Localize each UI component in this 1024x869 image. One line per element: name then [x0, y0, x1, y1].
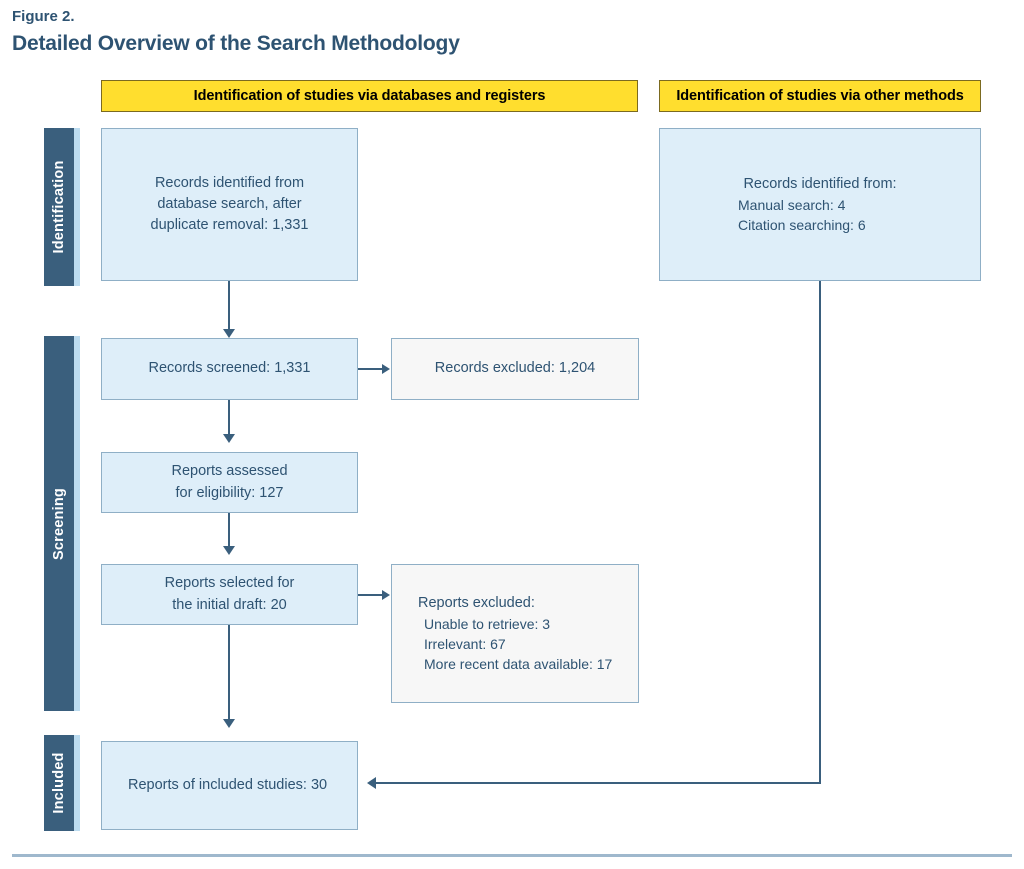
connector-identified-to-screened [228, 281, 230, 329]
stage-tab-screening: Screening [44, 336, 80, 711]
box-records-identified-database-line1: Records identified from [154, 174, 305, 191]
box-reports-included-studies-label: Reports of included studies: 30 [128, 776, 328, 793]
stage-tab-identification-label: Identification [51, 160, 67, 254]
box-reports-assessed-eligibility-line1: Reports assessed [171, 463, 288, 480]
page-title: Detailed Overview of the Search Methodol… [12, 32, 460, 55]
box-reports-selected-draft: Reports selected for the initial draft: … [101, 564, 358, 625]
box-records-identified-other-item2: Citation searching: 6 [738, 217, 866, 233]
connector-eligibility-to-selected [228, 513, 230, 546]
box-reports-selected-draft-line1: Reports selected for [164, 575, 295, 592]
arrow-down-icon-eligibility-selected [223, 546, 235, 555]
arrow-down-icon-identified-screened [223, 329, 235, 338]
box-reports-excluded-item2: Irrelevant: 67 [424, 635, 506, 652]
arrow-left-icon-other-included [367, 777, 376, 789]
box-records-identified-other: Records identified from: Manual search: … [659, 128, 981, 281]
box-reports-selected-draft-line2: the initial draft: 20 [172, 596, 287, 613]
box-reports-excluded: Reports excluded: Unable to retrieve: 3 … [391, 564, 639, 703]
footer-divider [12, 854, 1012, 857]
figure-label: Figure 2. [12, 8, 75, 25]
box-reports-included-studies: Reports of included studies: 30 [101, 741, 358, 830]
box-records-screened-label: Records screened: 1,331 [148, 360, 311, 377]
box-records-identified-database-line2: database search, after [157, 195, 302, 212]
box-reports-excluded-item3: More recent data available: 17 [424, 656, 613, 673]
box-reports-excluded-item1: Unable to retrieve: 3 [424, 615, 551, 632]
connector-screened-to-excluded [358, 368, 384, 370]
banner-databases-registers: Identification of studies via databases … [101, 80, 638, 112]
box-records-identified-other-lead: Records identified from: [743, 175, 897, 192]
connector-selected-to-included [228, 625, 230, 719]
stage-tab-screening-label: Screening [51, 487, 67, 560]
stage-tab-included: Included [44, 735, 80, 831]
arrow-down-icon-screened-eligibility [223, 434, 235, 443]
stage-tab-identification: Identification [44, 128, 80, 286]
arrow-right-icon-screened-excluded [382, 364, 390, 374]
connector-selected-to-excluded [358, 594, 384, 596]
connector-other-to-included-horizontal [376, 782, 821, 784]
box-reports-excluded-lead: Reports excluded: [418, 594, 535, 611]
box-records-identified-database-line3: duplicate removal: 1,331 [150, 217, 309, 233]
box-records-identified-database: Records identified from database search,… [101, 128, 358, 281]
connector-screened-to-eligibility [228, 400, 230, 434]
banner-other-methods: Identification of studies via other meth… [659, 80, 981, 112]
box-reports-assessed-eligibility: Reports assessed for eligibility: 127 [101, 452, 358, 513]
box-reports-assessed-eligibility-line2: for eligibility: 127 [175, 484, 284, 501]
stage-tab-included-label: Included [51, 752, 67, 814]
arrow-down-icon-selected-included [223, 719, 235, 728]
box-records-screened: Records screened: 1,331 [101, 338, 358, 400]
box-records-excluded-label: Records excluded: 1,204 [434, 360, 596, 377]
box-records-identified-other-item1: Manual search: 4 [738, 196, 846, 213]
box-records-excluded: Records excluded: 1,204 [391, 338, 639, 400]
arrow-right-icon-selected-excluded [382, 590, 390, 600]
connector-other-to-included-vertical [819, 281, 821, 783]
